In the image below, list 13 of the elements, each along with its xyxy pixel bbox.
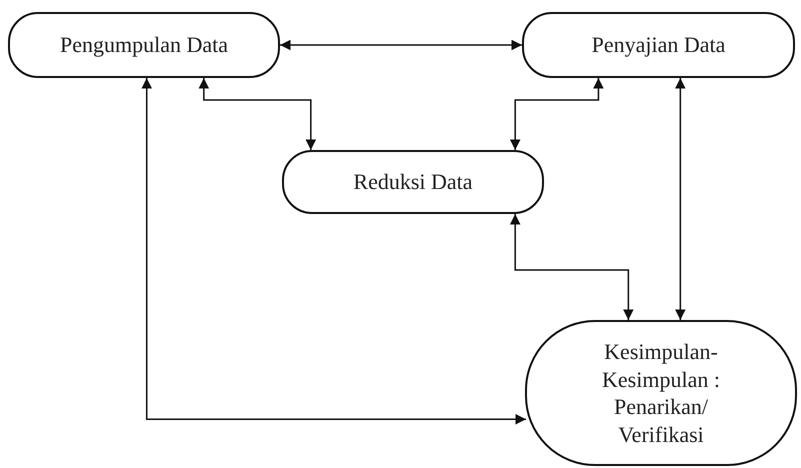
double-arrow — [280, 40, 522, 50]
node-label: Kesimpulan- Kesimpulan : Penarikan/ Verifikasi — [601, 338, 721, 448]
rounded-box — [8, 12, 280, 78]
double-arrow — [510, 78, 604, 150]
double-arrow — [198, 78, 316, 150]
rounded-box — [522, 12, 795, 78]
node-label: Penyajian Data — [592, 31, 726, 59]
double-arrow — [675, 78, 686, 320]
rounded-box — [282, 150, 544, 214]
node-label: Reduksi Data — [353, 168, 473, 196]
node-label: Pengumpulan Data — [60, 31, 228, 59]
double-arrow — [510, 214, 634, 320]
double-arrow — [141, 78, 526, 425]
